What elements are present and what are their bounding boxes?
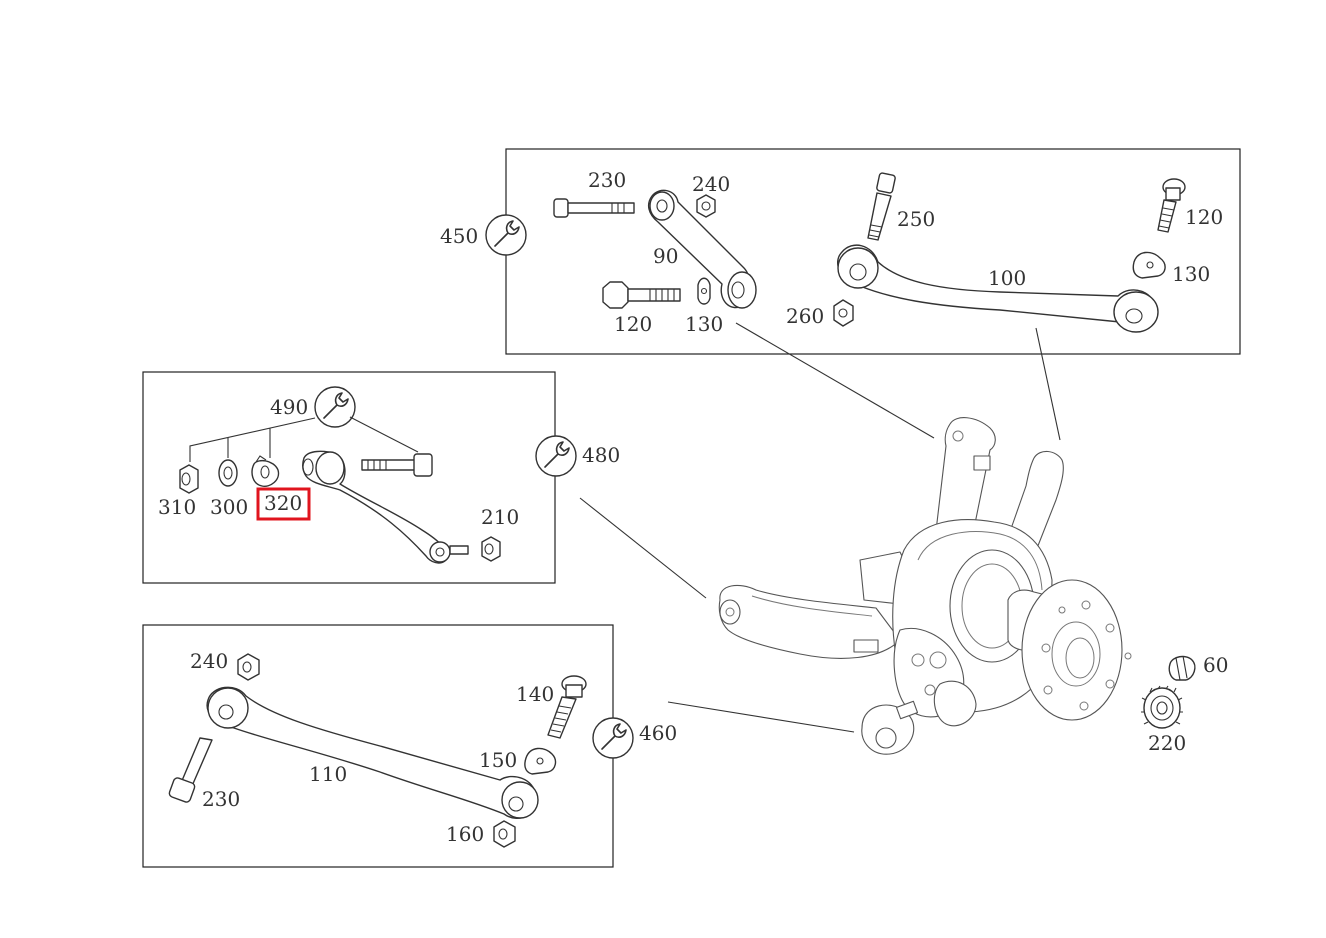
eccentric-bolt-140[interactable] xyxy=(547,675,587,739)
group-490-wrench-icon[interactable] xyxy=(314,386,356,428)
nut-210[interactable] xyxy=(481,536,501,562)
link-arm-90[interactable] xyxy=(647,189,757,309)
callout-240-lower[interactable]: 240 xyxy=(190,649,228,673)
bolt-250[interactable] xyxy=(867,172,896,241)
link-arm-480[interactable] xyxy=(301,450,469,564)
nut-240-lower[interactable] xyxy=(237,653,260,681)
group-450-upper-links: 450 230 240 90 120 xyxy=(440,148,1241,355)
callout-160[interactable]: 160 xyxy=(446,822,484,846)
callout-100[interactable]: 100 xyxy=(988,266,1026,290)
group-460-wrench-icon[interactable] xyxy=(592,717,634,759)
callout-120-left[interactable]: 120 xyxy=(614,312,652,336)
callout-230-upper[interactable]: 230 xyxy=(588,168,626,192)
leader-480 xyxy=(579,497,707,599)
wheel-nut-60[interactable] xyxy=(1168,655,1196,681)
wheel-carrier-assembly xyxy=(579,322,1132,755)
collar-nut-220[interactable] xyxy=(1141,685,1183,729)
callout-310[interactable]: 310 xyxy=(158,495,196,519)
callout-490[interactable]: 490 xyxy=(270,395,308,419)
callout-130-right[interactable]: 130 xyxy=(1172,262,1210,286)
callout-110[interactable]: 110 xyxy=(309,762,347,786)
callout-300[interactable]: 300 xyxy=(210,495,248,519)
group-460-tie-rod: 460 240 110 140 150 xyxy=(142,624,677,868)
callout-150[interactable]: 150 xyxy=(479,748,517,772)
nut-160[interactable] xyxy=(493,820,516,848)
eccentric-bolt-120-left[interactable] xyxy=(602,281,681,309)
callout-220[interactable]: 220 xyxy=(1148,731,1186,755)
callout-450[interactable]: 450 xyxy=(440,224,478,248)
callout-250[interactable]: 250 xyxy=(897,207,935,231)
bolt-230[interactable] xyxy=(553,198,635,218)
group-450-wrench-icon[interactable] xyxy=(485,214,527,256)
callout-260[interactable]: 260 xyxy=(786,304,824,328)
group-480-lower-link: 480 490 310 300 320 xyxy=(142,371,620,584)
callout-140[interactable]: 140 xyxy=(516,682,554,706)
eccentric-washer-150[interactable] xyxy=(524,747,557,775)
leader-460 xyxy=(667,701,855,733)
leader-450-90 xyxy=(735,322,935,439)
bolt-230-lower[interactable] xyxy=(168,737,213,803)
callout-240-upper[interactable]: 240 xyxy=(692,172,730,196)
eccentric-washer-320[interactable] xyxy=(251,455,280,487)
eccentric-bolt-120-right[interactable] xyxy=(1157,178,1186,233)
callout-130-left[interactable]: 130 xyxy=(685,312,723,336)
leader-450-100 xyxy=(1035,327,1061,441)
callout-480[interactable]: 480 xyxy=(582,443,620,467)
callout-120-right[interactable]: 120 xyxy=(1185,205,1223,229)
washer-300[interactable] xyxy=(218,459,238,487)
callout-320-highlight-box xyxy=(256,487,311,521)
group-480-frame xyxy=(142,371,556,584)
callout-230-lower[interactable]: 230 xyxy=(202,787,240,811)
callout-90[interactable]: 90 xyxy=(653,244,678,268)
callout-460[interactable]: 460 xyxy=(639,721,677,745)
control-arm-110[interactable] xyxy=(206,686,539,819)
callout-320[interactable]: 320 xyxy=(264,491,302,515)
group-480-wrench-icon[interactable] xyxy=(535,435,577,477)
control-arm-100[interactable] xyxy=(837,244,1159,333)
nut-310[interactable] xyxy=(179,464,199,494)
callout-60[interactable]: 60 xyxy=(1203,653,1228,677)
callout-210[interactable]: 210 xyxy=(481,505,519,529)
nut-260[interactable] xyxy=(833,299,854,327)
eccentric-washer-130-right[interactable] xyxy=(1132,251,1166,279)
bolt-490[interactable] xyxy=(361,453,433,477)
nut-240-upper[interactable] xyxy=(696,194,716,218)
eccentric-washer-130-left[interactable] xyxy=(697,277,711,305)
